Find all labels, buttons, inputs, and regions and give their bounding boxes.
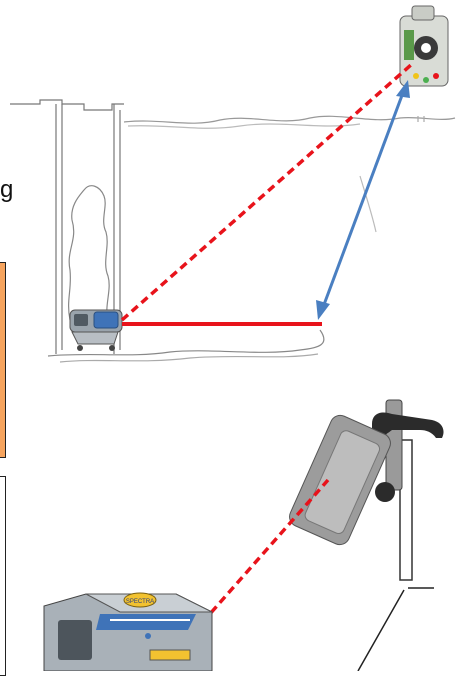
laser-diagonal-beam	[122, 64, 412, 320]
device-brand-label: SPECTRA	[126, 599, 154, 605]
laser-beam-bottom	[194, 480, 328, 632]
pipe-laser-large: SPECTRA	[44, 593, 212, 671]
target-plate	[286, 412, 393, 548]
target-receiver-device	[400, 6, 448, 86]
